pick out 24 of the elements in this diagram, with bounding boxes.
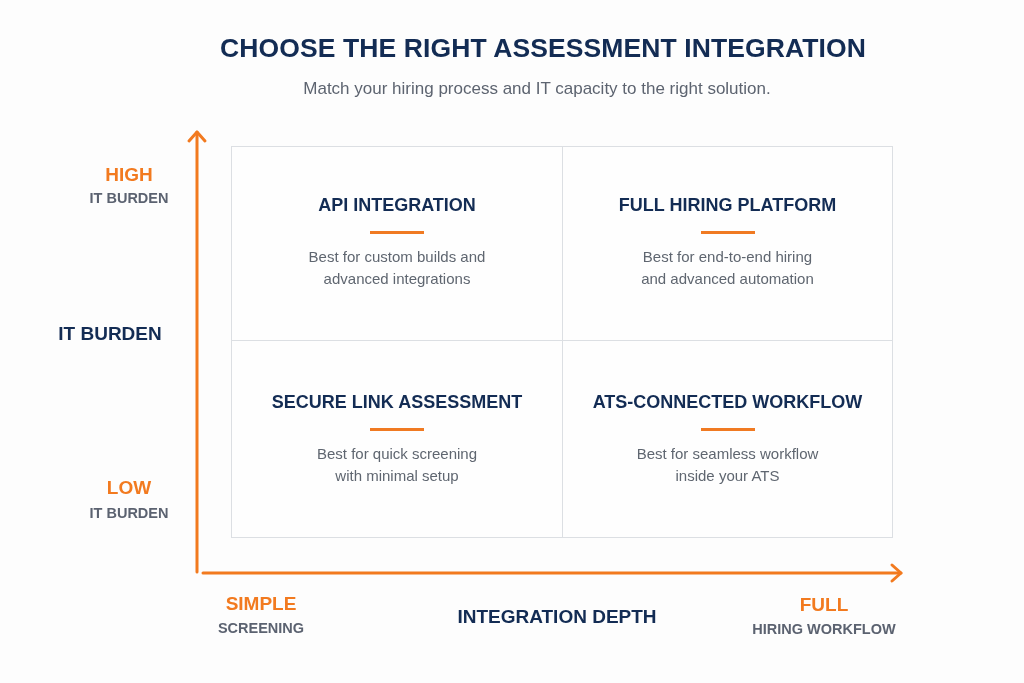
subtitle: Match your hiring process and IT capacity to the right solution.	[303, 79, 771, 99]
axis-level-caption: IT BURDEN	[89, 504, 169, 522]
quadrant-heading: ATS-CONNECTED WORKFLOW	[592, 391, 863, 414]
quadrant-heading: SECURE LINK ASSESSMENT	[271, 391, 523, 414]
axis-level-caption: IT BURDEN	[89, 189, 169, 207]
axis-level-label: FULL	[799, 594, 849, 616]
quadrant-panel	[562, 146, 893, 341]
quadrant-panel	[231, 340, 563, 538]
quadrant-panel	[231, 146, 563, 341]
page-title: CHOOSE THE RIGHT ASSESSMENT INTEGRATION	[220, 32, 866, 64]
axis-level-caption: HIRING WORKFLOW	[752, 620, 896, 638]
quadrant-description: Best for quick screening with minimal setup	[315, 444, 479, 486]
quadrant-panel	[562, 340, 893, 538]
axis-level-label: HIGH	[105, 164, 153, 186]
axis-level-label: SIMPLE	[225, 593, 297, 615]
axis-level-caption: SCREENING	[217, 619, 305, 637]
quadrant-description: Best for end-to-end hiring and advanced automation	[640, 247, 815, 289]
quadrant-heading: FULL HIRING PLATFORM	[618, 194, 837, 217]
axis-level-label: LOW	[106, 477, 152, 499]
axis-title: IT BURDEN	[58, 323, 162, 345]
axis-title: INTEGRATION DEPTH	[457, 606, 657, 628]
quadrant-description: Best for custom builds and advanced integrations	[307, 247, 487, 289]
quadrant-heading: API INTEGRATION	[318, 194, 476, 217]
quadrant-description: Best for seamless workflow inside your ATS	[635, 444, 820, 486]
